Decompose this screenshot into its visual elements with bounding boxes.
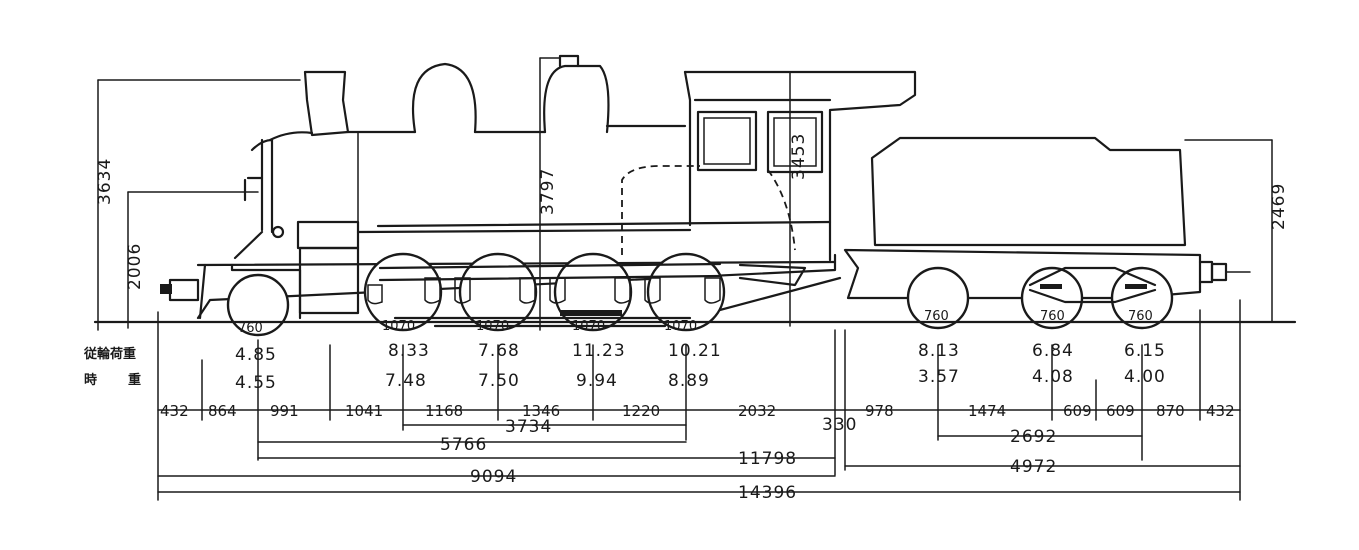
spacing-13: 870 (1156, 402, 1185, 420)
load-empty-5: 8.89 (668, 371, 710, 391)
spacing-12: 609 (1106, 402, 1135, 420)
gap-label: 330 (822, 415, 857, 435)
boiler-height-label: 2006 (125, 243, 145, 290)
spacing-9: 978 (865, 402, 894, 420)
load-full-1: 4.85 (235, 345, 277, 365)
load-empty-2: 7.48 (385, 371, 427, 391)
wheel-size-driver-2: 1070 (476, 319, 509, 334)
axle-spacings: 432 864 991 1041 1168 1346 1220 2032 978… (160, 402, 1235, 420)
wheel-size-pony: 760 (238, 321, 263, 336)
load-empty-7: 4.08 (1032, 367, 1074, 387)
spacing-3: 991 (270, 402, 299, 420)
tender-wheelbase-label: 2692 (1010, 427, 1057, 447)
cab-height-label: 3453 (789, 133, 809, 180)
wheel-size-tender-2: 760 (1040, 309, 1065, 324)
wheel-size-tender-3: 760 (1128, 309, 1153, 324)
load-full-2: 8.33 (388, 341, 430, 361)
driver-wheelbase-label: 3734 (505, 417, 552, 437)
spacing-5: 1168 (425, 402, 463, 420)
load-empty-3: 7.50 (478, 371, 520, 391)
spacing-4: 1041 (345, 402, 383, 420)
load-full-7: 6.84 (1032, 341, 1074, 361)
dome-height-label: 3797 (538, 168, 558, 215)
axle-loads-empty: 4.55 7.48 7.50 9.94 8.89 3.57 4.08 4.00 (235, 367, 1166, 393)
wheel-diameters: 760 1070 1070 1070 1070 760 760 760 (238, 309, 1153, 336)
axle-loads-full: 4.85 8.33 7.68 11.23 10.21 8.13 6.84 6.1… (235, 341, 1166, 365)
spacing-7: 1220 (622, 402, 660, 420)
spacing-2: 864 (208, 402, 237, 420)
load-empty-8: 4.00 (1124, 367, 1166, 387)
load-row-label: 従輪荷重 (83, 346, 136, 362)
wheel-size-driver-4: 1070 (664, 319, 697, 334)
tender-wheels (906, 266, 1174, 330)
tender-length-label: 4972 (1010, 457, 1057, 477)
total-lengths: 3734 330 5766 2692 11798 4972 9094 14396 (440, 415, 1057, 503)
spacing-6: 1346 (522, 402, 560, 420)
total-wheelbase-label: 11798 (738, 449, 797, 469)
row-labels: 従輪荷重 時 重 (83, 346, 141, 388)
load-empty-6: 3.57 (918, 367, 960, 387)
engine-wheelbase-label: 5766 (440, 435, 487, 455)
locomotive-wheels (226, 252, 807, 337)
spacing-11: 609 (1063, 402, 1092, 420)
spacing-10: 1474 (968, 402, 1006, 420)
spacing-1: 432 (160, 402, 189, 420)
spacing-8: 2032 (738, 402, 776, 420)
weight-row-label-a: 時 (84, 372, 97, 388)
dimension-lines (157, 409, 1241, 493)
overall-length-label: 14396 (738, 483, 797, 503)
wheel-size-driver-1: 1070 (382, 319, 415, 334)
load-empty-4: 9.94 (576, 371, 618, 391)
spacing-14: 432 (1206, 402, 1235, 420)
load-full-4: 11.23 (572, 341, 626, 361)
engine-length-label: 9094 (470, 467, 517, 487)
wheel-size-tender-1: 760 (924, 309, 949, 324)
load-full-3: 7.68 (478, 341, 520, 361)
load-full-6: 8.13 (918, 341, 960, 361)
load-full-5: 10.21 (668, 341, 722, 361)
tender-height-label: 2469 (1269, 183, 1289, 230)
weight-row-label-b: 重 (128, 372, 141, 388)
chimney-height-label: 3634 (95, 158, 115, 205)
wheel-size-driver-3: 1070 (572, 319, 605, 334)
height-dimensions: 3634 2006 3797 3453 2469 (95, 133, 1289, 290)
load-full-8: 6.15 (1124, 341, 1166, 361)
load-empty-1: 4.55 (235, 373, 277, 393)
extension-lines (97, 57, 1273, 501)
